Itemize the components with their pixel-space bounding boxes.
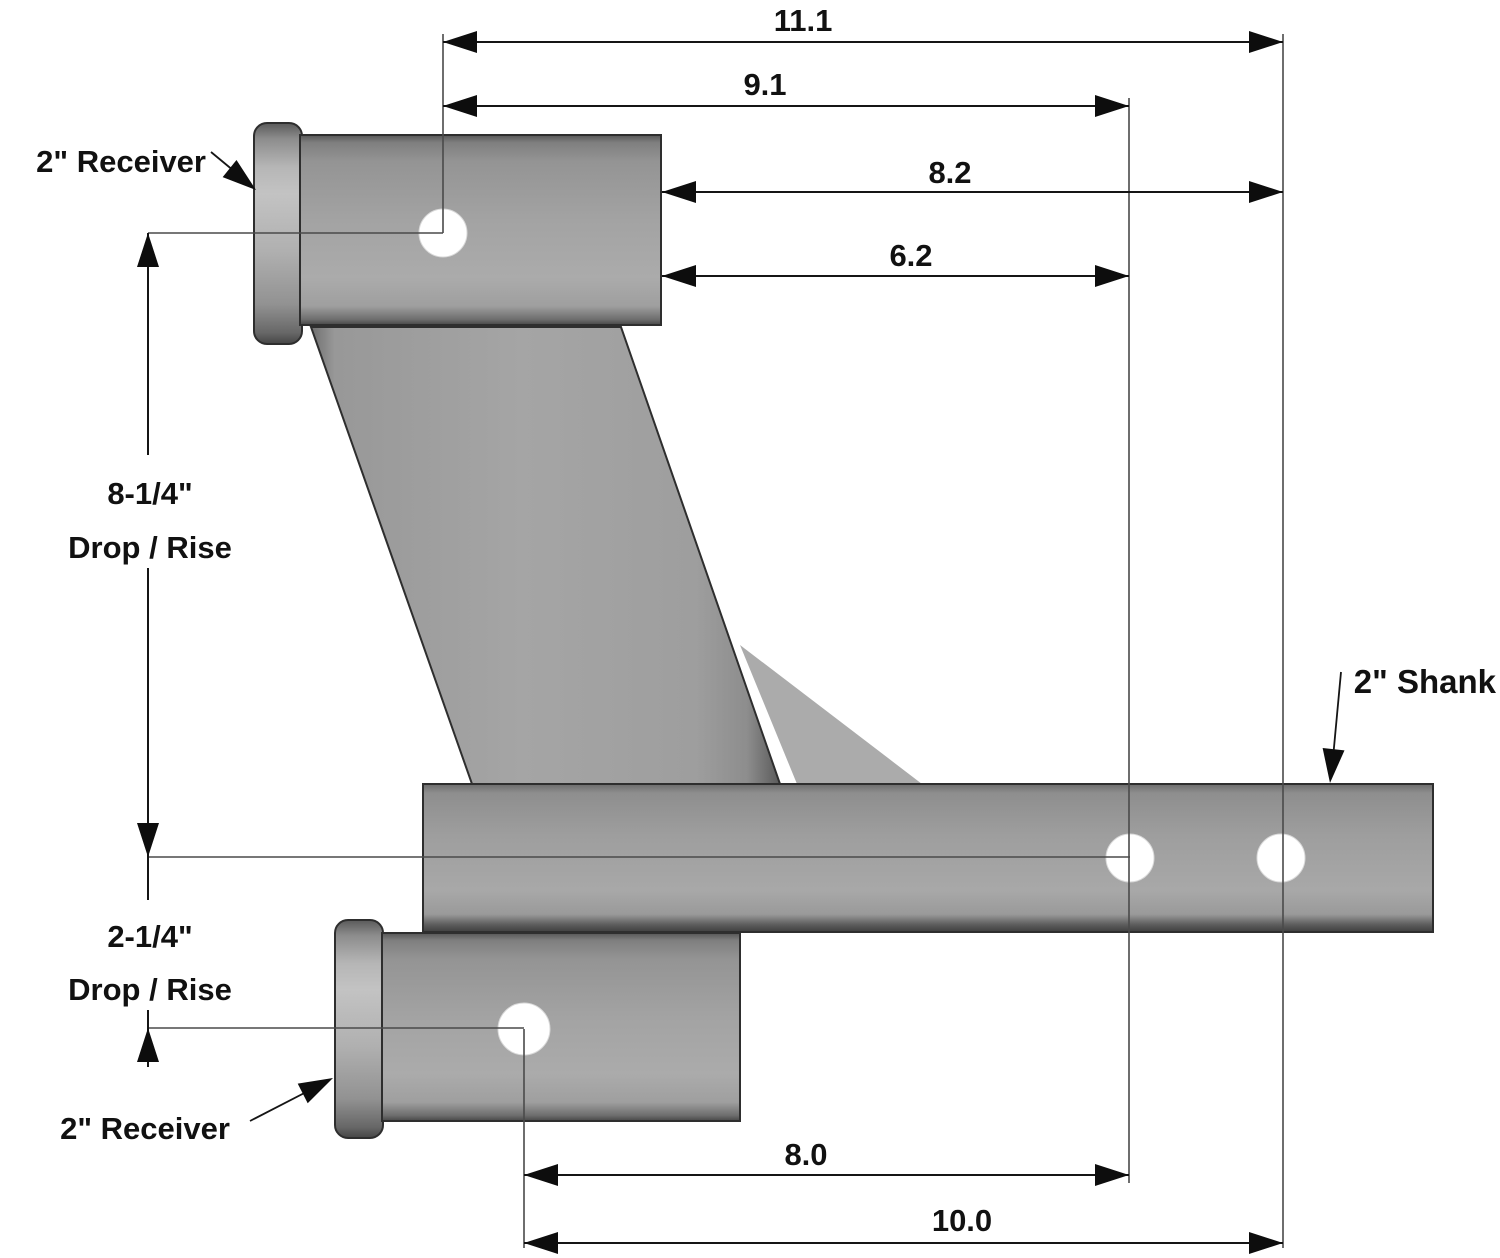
dim-main-drop: 8-1/4" Drop / Rise: [68, 233, 232, 857]
riser-arm: [309, 326, 782, 785]
dim-8-2-arrow-right: [1249, 181, 1283, 203]
dim-label-6-2: 6.2: [889, 238, 932, 273]
gusset-brace: [740, 645, 922, 784]
dim-label-secondary-drop-caption: Drop / Rise: [68, 972, 232, 1007]
dim-8-2-arrow-left: [662, 181, 696, 203]
callout-shank: 2" Shank: [1322, 663, 1497, 783]
dim-10-0: 10.0: [524, 1203, 1283, 1254]
dim-6-2: 6.2: [662, 238, 1129, 287]
dim-11-1-arrow-right: [1249, 31, 1283, 53]
dim-8-0-arrow-right: [1095, 1164, 1129, 1186]
shank-hole-1: [1105, 833, 1155, 883]
dim-label-10-0: 10.0: [932, 1203, 992, 1238]
bottom-receiver-tube: [381, 932, 741, 1122]
shank-leader-arrow: [1322, 748, 1345, 783]
dim-label-main-drop-value: 8-1/4": [107, 476, 192, 511]
dim-10-0-arrow-right: [1249, 1232, 1283, 1254]
dim-9-1-arrow-left: [443, 95, 477, 117]
bottom-receiver-collar: [334, 919, 384, 1139]
receiver-bottom-leader-arrow: [297, 1078, 333, 1104]
dim-label-8-0: 8.0: [784, 1137, 827, 1172]
shank-leader: [1332, 671, 1342, 759]
dim-label-9-1: 9.1: [743, 67, 786, 102]
dim-9-1-arrow-right: [1095, 95, 1129, 117]
bottom-receiver: [334, 919, 741, 1139]
dim-6-2-arrow-left: [662, 265, 696, 287]
dim-9-1: 9.1: [443, 67, 1129, 117]
dim-label-11-1: 11.1: [774, 3, 833, 38]
dim-10-0-arrow-left: [524, 1232, 558, 1254]
dim-label-main-drop-caption: Drop / Rise: [68, 530, 232, 565]
dim-secondary-drop-arrow-up: [137, 1028, 159, 1062]
callout-receiver-bottom: 2" Receiver: [60, 1078, 333, 1146]
dim-11-1: 11.1: [443, 3, 1283, 53]
dim-main-drop-arrow-down: [137, 823, 159, 857]
callout-receiver-top: 2" Receiver: [36, 144, 256, 190]
dim-main-drop-arrow-up: [137, 233, 159, 267]
receiver-top-leader-arrow: [222, 160, 256, 190]
top-receiver-tube: [299, 134, 662, 326]
dim-6-2-arrow-right: [1095, 265, 1129, 287]
receiver-top-label: 2" Receiver: [36, 144, 206, 179]
dim-8-0-arrow-left: [524, 1164, 558, 1186]
dim-11-1-arrow-left: [443, 31, 477, 53]
extension-lines: [148, 34, 1284, 1248]
dim-8-2: 8.2: [662, 155, 1283, 203]
dim-secondary-drop: 2-1/4" Drop / Rise: [68, 857, 232, 1067]
shank: [422, 783, 1434, 933]
shank-label: 2" Shank: [1354, 663, 1497, 700]
dim-label-8-2: 8.2: [928, 155, 971, 190]
receiver-bottom-label: 2" Receiver: [60, 1111, 230, 1146]
shank-hole-2: [1256, 833, 1306, 883]
dim-8-0: 8.0: [524, 1137, 1129, 1186]
top-receiver: [253, 122, 662, 345]
dim-label-secondary-drop-value: 2-1/4": [107, 919, 192, 954]
